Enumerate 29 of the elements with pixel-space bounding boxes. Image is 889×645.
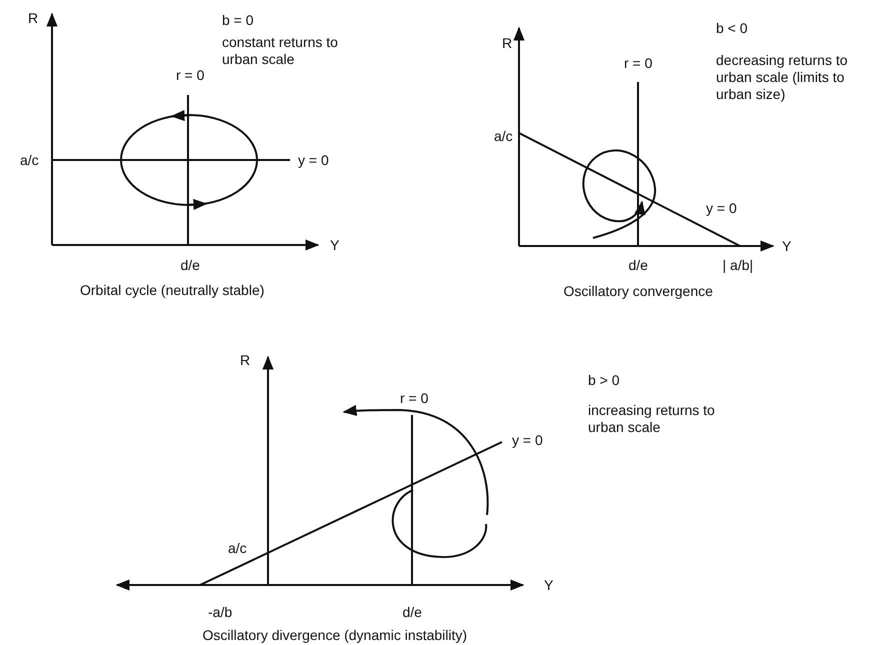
case-label: b > 0 — [588, 372, 620, 389]
tick-label: | a/b| — [722, 257, 754, 274]
tick-label: d/e — [180, 257, 200, 274]
case-description: decreasing returns to urban scale (limits to urban size) — [716, 52, 849, 103]
nullcline-label: y = 0 — [512, 432, 543, 449]
axis-label: Y — [330, 237, 340, 254]
case-label: b = 0 — [222, 12, 254, 29]
nullcline-label: r = 0 — [176, 67, 204, 84]
intercept-label: a/c — [494, 128, 513, 145]
axis-label: Y — [544, 577, 554, 594]
tick-label: d/e — [402, 604, 422, 621]
axis-label: R — [502, 35, 512, 52]
nullcline-label: y = 0 — [706, 200, 737, 217]
intercept-label: a/c — [20, 152, 39, 169]
nullcline-label: r = 0 — [624, 55, 652, 72]
panel-caption: Oscillatory divergence (dynamic instability) — [202, 627, 468, 644]
tick-label: -a/b — [208, 604, 232, 621]
intercept-label: a/c — [228, 540, 247, 557]
case-label: b < 0 — [716, 20, 748, 37]
tick-label: d/e — [628, 257, 648, 274]
panel-caption: Oscillatory convergence — [564, 283, 713, 300]
nullcline-label: r = 0 — [400, 390, 428, 407]
panel-caption: Orbital cycle (neutrally stable) — [80, 282, 264, 299]
axis-label: Y — [782, 238, 792, 255]
case-description: increasing returns to urban scale — [588, 402, 716, 436]
nullcline-label: y = 0 — [298, 152, 329, 169]
axis-label: R — [28, 10, 38, 27]
axis-label: R — [240, 352, 250, 369]
case-description: constant returns to urban scale — [222, 34, 339, 68]
